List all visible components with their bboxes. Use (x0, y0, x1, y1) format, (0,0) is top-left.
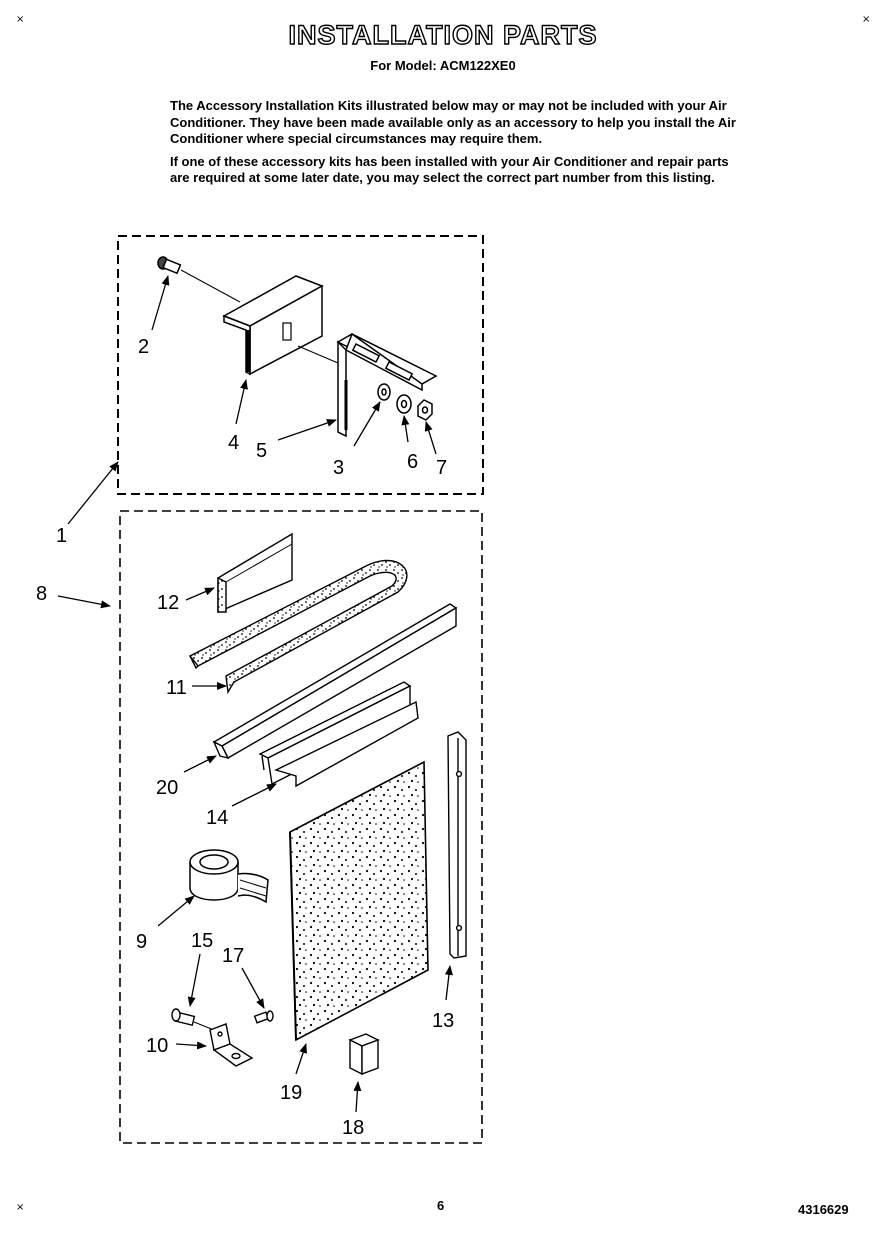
support-bracket-part-5 (336, 332, 438, 438)
model-subtitle: For Model: ACM122XE0 (370, 58, 516, 73)
channel-part-20 (212, 603, 458, 760)
foam-strip-part-12 (217, 532, 293, 614)
callout-20: 20 (156, 777, 178, 799)
callout-19: 19 (280, 1082, 302, 1104)
side-strip-part-13 (447, 731, 467, 959)
angle-bracket-part-4 (222, 275, 346, 376)
callout-15: 15 (191, 930, 213, 952)
callout-14: 14 (206, 807, 228, 829)
rail-part-14 (258, 681, 419, 788)
screw-part-17 (253, 1010, 274, 1024)
tape-roll-part-9 (189, 849, 269, 904)
callout-17: 17 (222, 945, 244, 967)
callout-6: 6 (407, 451, 418, 473)
kit-8-box (119, 510, 483, 1144)
kit-1-box (117, 235, 484, 495)
intro-text: The Accessory Installation Kits illustra… (170, 98, 740, 193)
callout-11: 11 (166, 677, 187, 699)
callout-1: 1 (56, 525, 67, 547)
callout-5: 5 (256, 440, 267, 462)
callout-3: 3 (333, 457, 344, 479)
bolt-part-15 (171, 1008, 215, 1031)
nut-part-7 (417, 399, 433, 421)
callout-12: 12 (157, 592, 179, 614)
corner-mark-bottom-left: × (16, 1202, 25, 1213)
l-bracket-part-10 (209, 1023, 254, 1067)
page-number: 6 (437, 1198, 445, 1213)
callout-18: 18 (342, 1117, 364, 1139)
callout-4: 4 (228, 432, 239, 454)
washer-part-3 (377, 383, 391, 401)
u-seal-part-11 (188, 559, 408, 695)
intro-paragraph-2: If one of these accessory kits has been … (170, 153, 729, 186)
block-part-18 (348, 1033, 380, 1076)
callout-13: 13 (432, 1010, 454, 1032)
callout-2: 2 (138, 336, 149, 358)
page-title: INSTALLATION PARTS (288, 19, 598, 50)
document-number: 4316629 (798, 1202, 849, 1217)
callout-8: 8 (36, 583, 47, 605)
corner-mark-top-right: × (862, 14, 871, 25)
screw-part-2 (157, 256, 241, 303)
corner-mark-top-left: × (16, 14, 25, 25)
intro-paragraph-1: The Accessory Installation Kits illustra… (170, 98, 736, 146)
callout-10: 10 (146, 1035, 168, 1057)
callout-7: 7 (436, 457, 447, 479)
leader-lines (57, 275, 453, 1113)
lock-washer-part-6 (396, 394, 412, 414)
callout-9: 9 (136, 931, 147, 953)
panel-part-19 (289, 760, 429, 1042)
